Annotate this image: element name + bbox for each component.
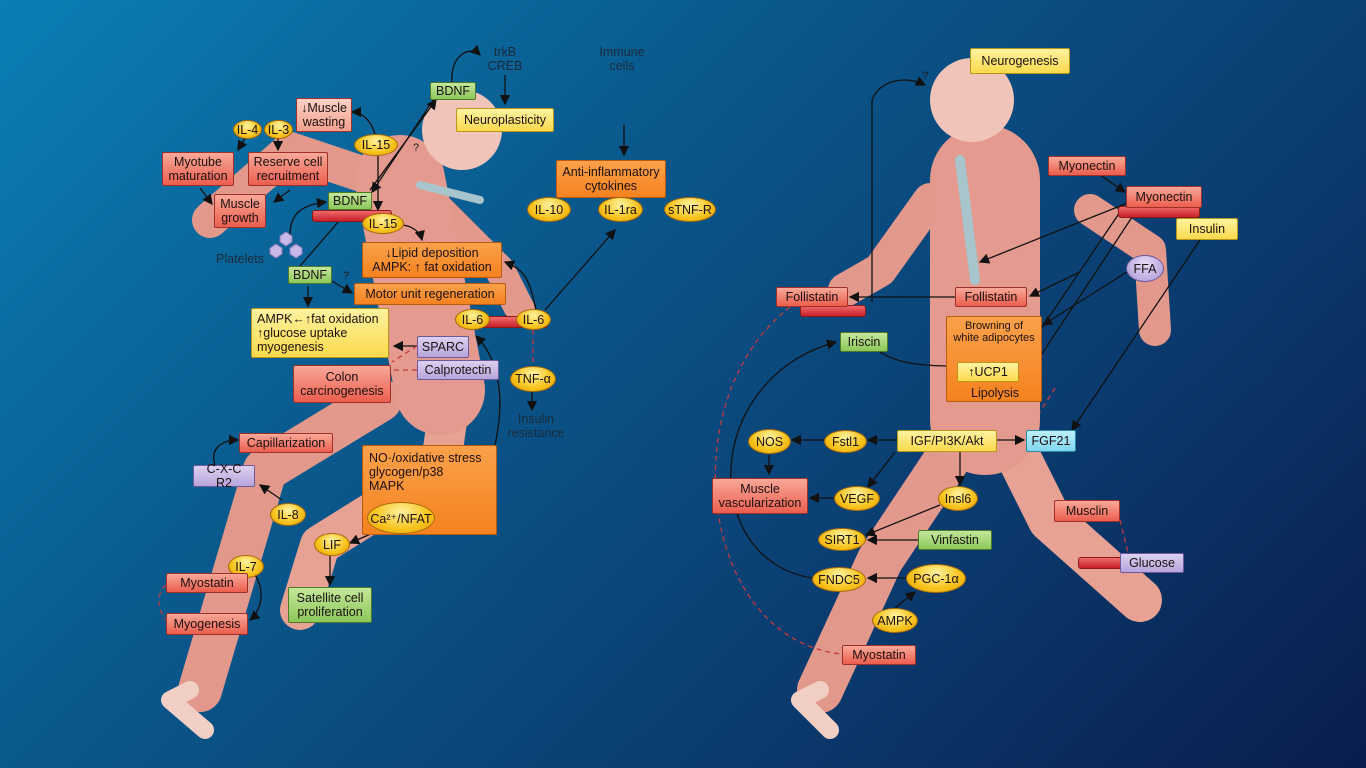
insulin-resistance-label: Insulin resistance [507, 412, 565, 440]
myostatin-left-box: Myostatin [166, 573, 248, 593]
question-mark-2: ? [343, 270, 350, 282]
ampk-fat-oxidation-box: AMPK←↑fat oxidation ↑glucose uptake myog… [251, 308, 389, 358]
myogenesis-box: Myogenesis [166, 613, 248, 635]
ffa-oval: FFA [1126, 255, 1164, 282]
il4-oval: IL-4 [233, 120, 262, 139]
fndc5-oval: FNDC5 [812, 567, 866, 592]
bdnf-mid-box: BDNF [328, 192, 372, 210]
il8-oval: IL-8 [270, 503, 306, 526]
iriscin-box: Iriscin [840, 332, 888, 352]
insulin-box: Insulin [1176, 218, 1238, 240]
il3-oval: IL-3 [264, 120, 293, 139]
motor-unit-regeneration-box: Motor unit regeneration [354, 283, 506, 305]
il6-oval-a: IL-6 [455, 309, 490, 330]
platelets-label: Platelets [216, 252, 264, 266]
cxcr2-box: C-X-C R2 [193, 462, 255, 490]
insl6-oval: Insl6 [938, 486, 978, 511]
fgf21-box: FGF21 [1026, 430, 1076, 452]
platelets-icon [269, 231, 303, 259]
satellite-cell-proliferation-box: Satellite cell proliferation [288, 587, 372, 623]
sirt1-oval: SIRT1 [818, 528, 866, 551]
sparc-box: SPARC [417, 336, 469, 358]
glucose-box: Glucose [1120, 553, 1184, 573]
lipolysis-label: Lipolysis [971, 386, 1019, 400]
colon-carcinogenesis-box: Colon carcinogenesis [293, 365, 391, 403]
stnfr-oval: sTNF-R [664, 197, 716, 222]
lif-oval: LIF [314, 533, 350, 556]
nos-oval: NOS [748, 429, 791, 454]
il15-mid-oval: IL-15 [362, 213, 404, 234]
muscle-wasting-box: ↓Muscle wasting [296, 98, 352, 132]
question-mark: ? [413, 142, 420, 154]
myotube-maturation-box: Myotube maturation [162, 152, 234, 186]
neurogenesis-box: Neurogenesis [970, 48, 1070, 74]
muscle-vascularization-box: Muscle vascularization [712, 478, 808, 514]
il15-top-oval: IL-15 [354, 134, 398, 156]
muscle-growth-box: Muscle growth [214, 194, 266, 228]
myonectin-box-a: Myonectin [1048, 156, 1126, 176]
follistatin-box-a: Follistatin [776, 287, 848, 307]
neuroplasticity-box: Neuroplasticity [456, 108, 554, 132]
pgc1a-oval: PGC-1α [906, 564, 966, 593]
follistatin-box-b: Follistatin [955, 287, 1027, 307]
igf-pi3k-akt-box: IGF/PI3K/Akt [897, 430, 997, 452]
musclin-box: Musclin [1054, 500, 1120, 522]
tnf-alpha-oval: TNF-α [510, 366, 556, 392]
anti-inflammatory-cytokines-box: Anti-inflammatory cytokines [556, 160, 666, 198]
lipid-deposition-box: ↓Lipid deposition AMPK: ↑ fat oxidation [362, 242, 502, 278]
reserve-cell-recruitment-box: Reserve cell recruitment [248, 152, 328, 186]
myostatin-right-box: Myostatin [842, 645, 916, 665]
vinfastin-box: Vinfastin [918, 530, 992, 550]
bdnf-top-box: BDNF [430, 82, 476, 100]
il10-oval: IL-10 [527, 197, 571, 222]
question-mark-right: ? [922, 70, 929, 82]
bdnf-low-box: BDNF [288, 266, 332, 284]
fstl1-oval: Fstl1 [824, 430, 867, 453]
il7-oval: IL-7 [228, 555, 264, 578]
ampk-oval: AMPK [872, 608, 918, 633]
il1ra-oval: IL-1ra [598, 197, 643, 222]
ca-nfat-oval: Ca²⁺/NFAT [367, 502, 435, 534]
immune-cells-label: Immune cells [599, 45, 645, 73]
ucp1-box: ↑UCP1 [957, 362, 1019, 382]
calprotectin-box: Calprotectin [417, 360, 499, 380]
il6-oval-b: IL-6 [516, 309, 551, 330]
browning-white-adipocytes-box: Browning of white adipocytes [946, 316, 1042, 402]
myonectin-box-b: Myonectin [1126, 186, 1202, 208]
trkb-creb-label: trkB CREB [487, 45, 523, 73]
vegf-oval: VEGF [834, 486, 880, 511]
capillarization-box: Capillarization [239, 433, 333, 453]
